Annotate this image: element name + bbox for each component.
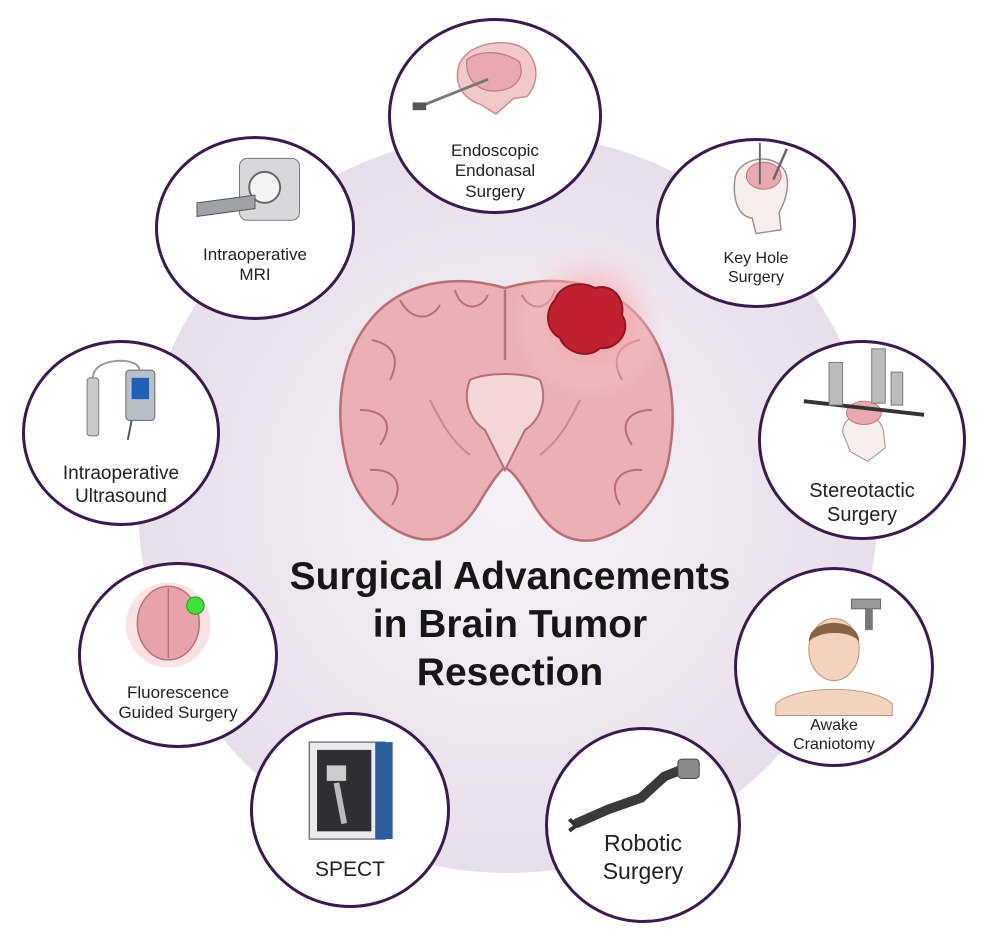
robotic-arm-icon [567, 758, 700, 833]
node-awake: Awake Craniotomy [734, 567, 934, 767]
endoscope-head-icon [412, 41, 537, 115]
mri-scanner-icon [196, 157, 300, 221]
label-line: MRI [239, 265, 271, 285]
node-keyhole: Key Hole Surgery [656, 138, 856, 308]
node-robotic: Robotic Surgery [545, 727, 741, 923]
ultrasound-device-icon [86, 359, 156, 440]
title-line: Surgical Advancements [289, 555, 731, 598]
label-line: Intraoperative [62, 463, 180, 484]
node-fluorescence: Fluorescence Guided Surgery [78, 562, 278, 748]
label-line: Surgery [826, 504, 898, 526]
label-line: Endonasal [454, 161, 536, 181]
node-stereotactic: Stereotactic Surgery [758, 340, 966, 540]
label-line: Awake [810, 717, 858, 734]
label-line: Surgery [465, 181, 525, 201]
label-line: Fluorescence [126, 683, 230, 702]
label-line: SPECT [314, 858, 385, 881]
node-ultrasound: Intraoperative Ultrasound [22, 340, 220, 526]
tumor-mass-icon [547, 283, 627, 355]
label-line: Endoscopic [451, 141, 539, 160]
node-spect: SPECT [250, 712, 450, 908]
label-line: Key Hole [723, 250, 789, 267]
label-line: Guided Surgery [118, 703, 238, 723]
stereotactic-frame-icon [803, 348, 925, 462]
label-line: Intraoperative [203, 245, 307, 264]
fluorescent-brain-icon [125, 582, 211, 668]
diagram-title: Surgical Advancements in Brain Tumor Res… [250, 553, 770, 697]
node-mri: Intraoperative MRI [155, 136, 355, 320]
title-line: Resection [416, 651, 604, 694]
background-halo [138, 133, 878, 873]
label-line: Stereotactic [809, 480, 915, 502]
head-needle-icon [733, 142, 789, 235]
label-line: Craniotomy [793, 736, 875, 754]
patient-drill-icon [775, 598, 893, 716]
label-line: Robotic [604, 830, 682, 856]
label-line: Ultrasound [75, 485, 167, 507]
node-endoscopic: Endoscopic Endonasal Surgery [388, 18, 602, 214]
label-line: Surgery [602, 857, 684, 884]
title-line: in Brain Tumor [372, 603, 648, 646]
label-line: Surgery [727, 269, 785, 287]
spect-scanner-icon [308, 741, 393, 840]
